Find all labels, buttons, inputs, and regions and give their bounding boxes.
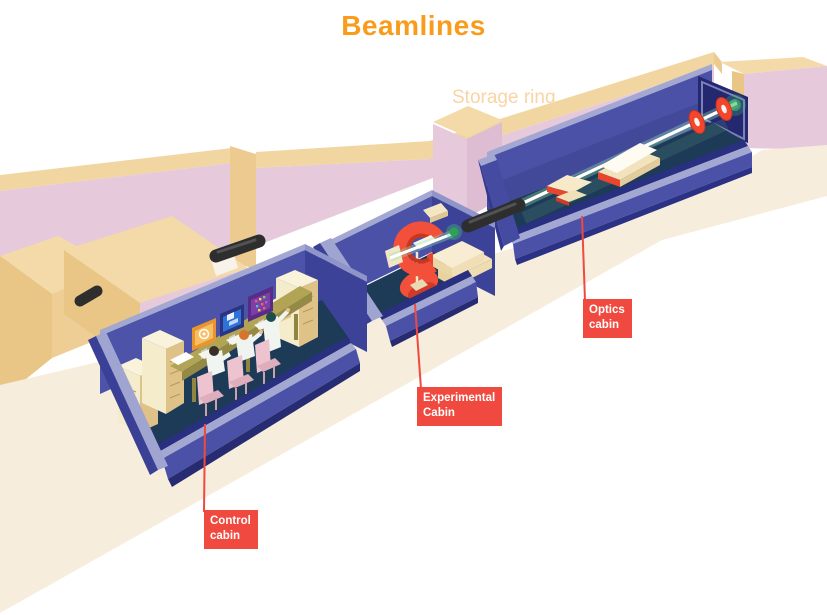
exp-front-wall-outer xyxy=(386,282,478,341)
shield-block-top xyxy=(64,216,248,303)
red-ring-2 xyxy=(715,97,733,121)
monitor-1 xyxy=(192,318,216,359)
label-optics-cabin: Optics cabin xyxy=(583,299,632,338)
wall-top-band-left xyxy=(0,148,232,191)
callout-line-optics xyxy=(581,215,586,302)
chair-2 xyxy=(227,355,254,400)
ctrl-front-wall-top xyxy=(157,343,356,459)
storage-ring-port-frame xyxy=(701,80,745,141)
optics-front-wall-top xyxy=(509,146,752,244)
optics-cabin-scene xyxy=(478,64,752,265)
ctrl-left-wall-top xyxy=(96,332,168,470)
label-control-cabin: Control cabin xyxy=(204,510,258,549)
label-experimental-cabin-line2: Cabin xyxy=(423,406,455,419)
focusing-rings xyxy=(688,97,733,134)
page-title: Beamlines xyxy=(341,10,486,41)
label-experimental-cabin: Experimental Cabin xyxy=(417,387,503,426)
ctrl-front-wall-inner xyxy=(153,337,351,453)
bastion-block-side xyxy=(0,256,52,400)
diffractometer xyxy=(385,203,492,300)
ctrl-base-shadow xyxy=(168,363,360,487)
optics-mirror-1 xyxy=(547,175,592,206)
beamline-pipe-exp-optics xyxy=(461,198,526,233)
optics-base-shadow xyxy=(515,167,752,265)
ctrl-front-wall-outer xyxy=(162,349,360,479)
ctrl-right-wall-rim xyxy=(305,244,367,282)
operator-2 xyxy=(236,330,263,362)
optics-left-wall xyxy=(481,160,520,246)
label-control-cabin-line2: cabin xyxy=(210,529,241,542)
label-optics-cabin-line2: cabin xyxy=(589,318,620,331)
label-control-cabin-line1: Control xyxy=(210,515,251,527)
beam-focus-dot xyxy=(449,227,459,237)
optics-back-wall-rim xyxy=(487,64,712,158)
detector-cap xyxy=(423,203,448,218)
chair-1 xyxy=(197,371,224,416)
corner-block-front xyxy=(744,66,827,150)
pipe-support-block xyxy=(212,254,238,276)
optics-left-wall-rim xyxy=(478,154,497,166)
label-experimental-cabin-line1: Experimental xyxy=(423,392,496,404)
storage-ring-label: Storage ring xyxy=(452,87,556,108)
exp-back-wall-rim xyxy=(330,190,432,246)
exp-front-wall-inner xyxy=(378,270,472,320)
optics-back-wall-shade xyxy=(487,98,712,210)
photon-beam-experimental xyxy=(388,224,462,262)
corner-block-top xyxy=(720,57,827,74)
paper-stack xyxy=(170,352,194,365)
callout-line-experimental xyxy=(414,303,422,390)
ctrl-back-wall-rim xyxy=(100,244,305,336)
monitor-3 xyxy=(248,286,273,330)
server-cabinet-2 xyxy=(142,330,184,414)
callout-line-control xyxy=(203,423,206,513)
operator-1 xyxy=(206,346,231,377)
beamline-pipe-stub-1 xyxy=(74,285,103,307)
optics-front-wall-inner xyxy=(505,140,748,238)
corner-notch xyxy=(714,52,722,74)
hutch-wall-top xyxy=(433,106,502,137)
optics-mirror-2 xyxy=(598,143,660,187)
red-ring-1 xyxy=(688,110,706,134)
red-c-arm xyxy=(393,221,444,277)
label-optics-cabin-line1: Optics xyxy=(589,304,625,316)
control-cabin-scene xyxy=(88,244,367,487)
exp-front-wall-top xyxy=(382,276,476,326)
beamline-pipe-stub-2 xyxy=(209,234,266,276)
optics-left-wall-edge xyxy=(478,160,504,251)
callout-lines xyxy=(203,215,586,513)
ctrl-left-wall xyxy=(88,336,158,475)
exp-base-shadow xyxy=(390,297,478,347)
wall-top-band-mid xyxy=(256,52,714,168)
chair-3 xyxy=(255,339,281,384)
optics-front-wall-outer xyxy=(513,152,752,259)
ground-plane xyxy=(0,145,827,613)
